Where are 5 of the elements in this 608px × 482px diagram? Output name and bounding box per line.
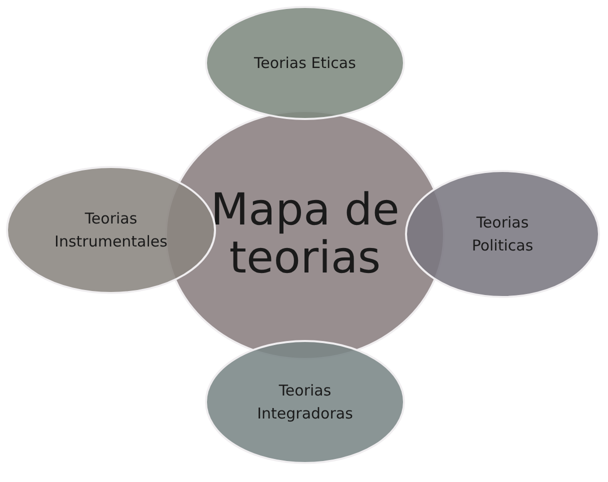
center-title: Mapa de teorias xyxy=(210,186,400,284)
node-label: Teorias Instrumentales xyxy=(54,208,168,252)
node-label: Teorias Politicas xyxy=(470,212,534,256)
node-label: Teorias Eticas xyxy=(253,52,357,74)
node-label: Teorias Integradoras xyxy=(256,380,354,424)
